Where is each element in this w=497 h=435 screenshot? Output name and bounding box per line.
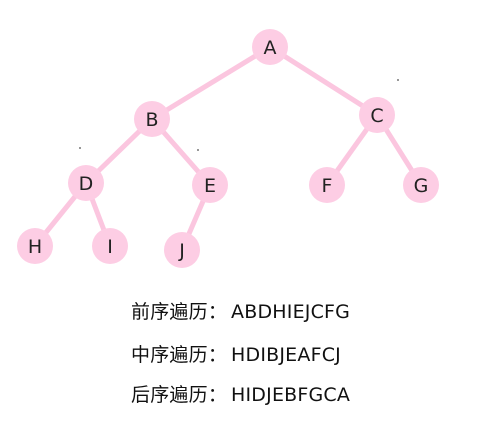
preorder-separator: ： [207,301,228,323]
inorder-label: 中序遍历 [131,344,208,366]
tree-node-h: H [17,228,53,264]
node-circle [134,101,170,137]
node-circle [192,167,228,203]
node-circle [92,228,128,264]
postorder-row: 后序遍历：HIDJEBFGCA [131,380,350,407]
node-label: H [28,236,42,258]
edge-a-b [149,44,273,122]
node-label: G [414,175,429,197]
node-label: F [322,175,333,197]
inorder-row: 中序遍历：HDIBJEAFCJ [131,340,341,367]
postorder-separator: ： [207,384,228,406]
node-label: J [178,240,185,262]
postorder-value: HIDJEBFGCA [231,384,351,406]
node-circle [403,167,439,203]
tree-node-e: E [192,167,228,203]
tree-edges [32,44,424,253]
node-label: I [107,236,113,258]
inorder-separator: ： [207,344,228,366]
edge-a-c [267,44,380,118]
preorder-value: ABDHIEJCFG [231,301,351,323]
binary-tree-diagram: A B C D E F G H I J [17,29,439,268]
preorder-row: 前序遍历：ABDHIEJCFG [131,297,350,324]
tree-node-i: I [92,228,128,264]
node-circle [17,228,53,264]
postorder-label: 后序遍历 [131,384,208,406]
node-circle [359,97,395,133]
tree-node-b: B [134,101,170,137]
tree-node-d: D [68,165,104,201]
stray-dots [79,79,399,151]
node-label: C [370,105,383,127]
tree-node-g: G [403,167,439,203]
node-circle [164,232,200,268]
tree-node-c: C [359,97,395,133]
tree-node-j: J [164,232,200,268]
tree-nodes: A B C D E F G H I J [17,29,439,268]
preorder-label: 前序遍历 [131,301,208,323]
inorder-value: HDIBJEAFCJ [231,344,341,366]
tree-node-f: F [309,167,345,203]
node-circle [309,167,345,203]
node-label: D [79,173,94,195]
node-label: E [204,175,216,197]
node-label: B [145,109,158,131]
tree-node-a: A [252,29,288,65]
node-circle [252,29,288,65]
node-circle [68,165,104,201]
node-label: A [264,37,277,59]
